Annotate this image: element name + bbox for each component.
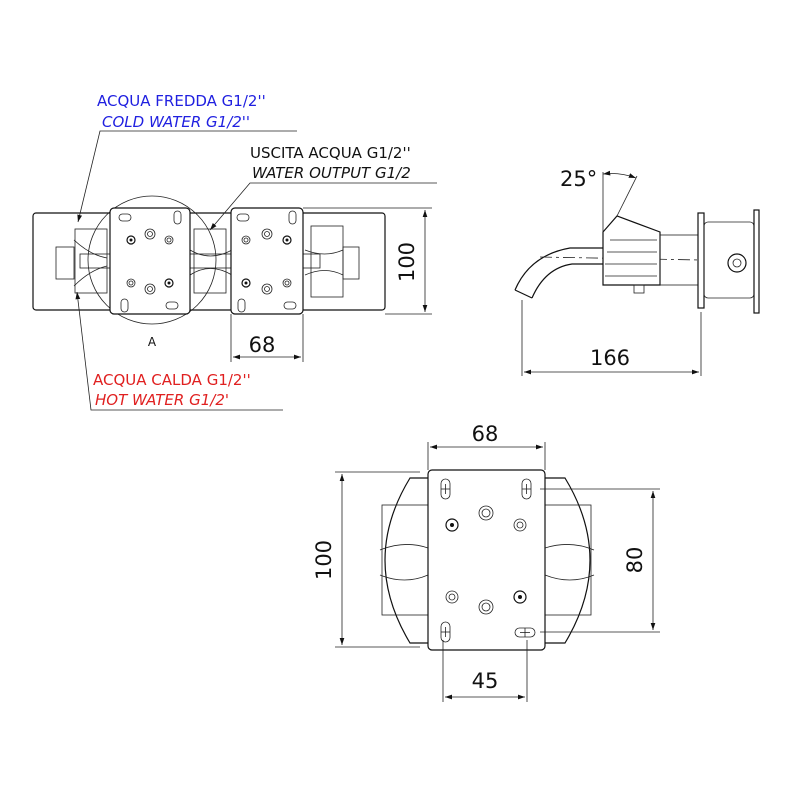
front-view: 100 68 A ACQUA FREDDA G1/2'' COLD WATER … (32, 92, 437, 411)
dimension-side-angle: 25° (560, 167, 597, 191)
spout (514, 247, 603, 299)
dimension-detail-inner-height: 80 (623, 547, 647, 574)
hot-water-label-it: ACQUA CALDA G1/2'' (93, 371, 251, 389)
water-output-label-en: WATER OUTPUT G1/2 (252, 164, 411, 182)
cold-water-leader (77, 130, 297, 223)
water-output-label-it: USCITA ACQUA G1/2'' (250, 144, 411, 162)
dimension-detail-width: 68 (472, 422, 499, 446)
dimension-side-depth: 166 (590, 346, 630, 370)
detail-view: 68 100 80 45 (312, 422, 660, 702)
right-mounting-plate (230, 207, 304, 315)
cold-water-label-en: COLD WATER G1/2'' (102, 113, 250, 131)
detail-circle-a (87, 195, 217, 325)
hot-water-leader (75, 291, 283, 411)
pipe (79, 253, 321, 269)
detail-label-a: A (148, 335, 157, 349)
dimension-front-plate-width: 68 (249, 333, 276, 357)
detail-outline (384, 477, 591, 644)
hot-water-label-en: HOT WATER G1/2' (95, 391, 229, 409)
handle-knurled (602, 215, 661, 286)
dimension-front-height: 100 (395, 242, 419, 282)
cold-water-label-it: ACQUA FREDDA G1/2'' (97, 92, 266, 110)
back-plate (32, 212, 386, 311)
dimension-detail-height: 100 (312, 540, 336, 580)
side-view: 25° 166 (514, 167, 760, 376)
left-mounting-plate (109, 207, 191, 315)
wall-plate (697, 212, 705, 309)
cold-hot-valve (55, 225, 360, 298)
water-output-leader (209, 182, 437, 231)
detail-plate (427, 469, 546, 651)
dimension-detail-hole-spacing: 45 (472, 669, 499, 693)
